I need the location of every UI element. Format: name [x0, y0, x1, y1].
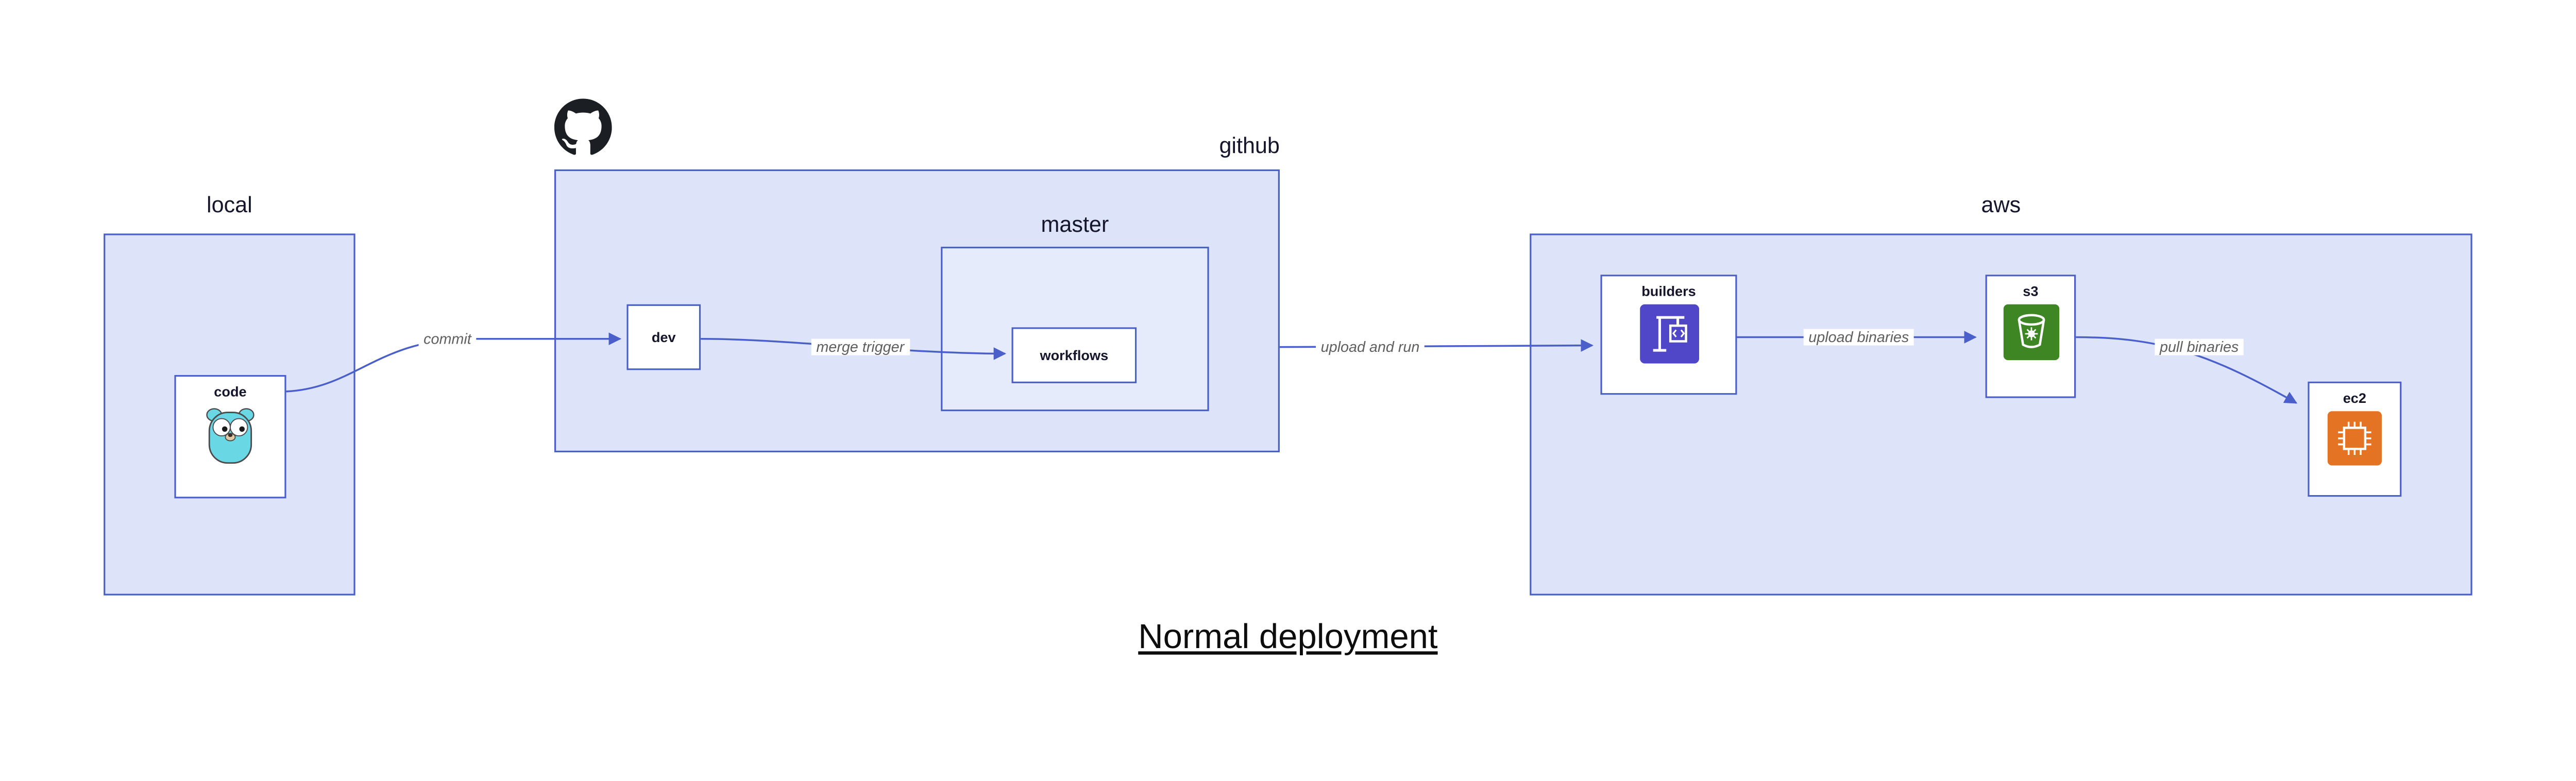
- edge-label-commit: commit: [418, 330, 477, 347]
- node-dev: dev: [626, 304, 701, 370]
- edge-label-pull-binaries: pull binaries: [2155, 338, 2244, 355]
- node-code-label: code: [214, 383, 247, 400]
- group-master-label: master: [1041, 212, 1109, 237]
- edge-label-upload-binaries: upload binaries: [1803, 329, 1914, 346]
- codebuild-crane-icon: [1639, 304, 1699, 364]
- ec2-chip-icon: [2327, 411, 2382, 466]
- node-dev-label: dev: [651, 328, 676, 345]
- node-s3-label: s3: [2023, 283, 2039, 300]
- edge-label-merge-trigger: merge trigger: [811, 338, 909, 355]
- node-builders-label: builders: [1641, 283, 1696, 300]
- group-aws-label: aws: [1981, 192, 2021, 217]
- diagram-title: Normal deployment: [1138, 618, 1438, 656]
- group-local-label: local: [207, 192, 252, 217]
- node-ec2-label: ec2: [2343, 389, 2366, 406]
- s3-bucket-icon: [2003, 304, 2059, 361]
- node-workflows: workflows: [1011, 327, 1137, 383]
- edge-label-upload-and-run: upload and run: [1316, 338, 1425, 355]
- node-builders: builders: [1600, 275, 1737, 395]
- node-s3: s3: [1985, 275, 2076, 398]
- node-ec2: ec2: [2308, 381, 2402, 497]
- node-workflows-label: workflows: [1040, 346, 1109, 363]
- node-code: code: [174, 375, 286, 499]
- github-octocat-icon: [554, 98, 612, 157]
- group-github-label: github: [1219, 133, 1280, 158]
- go-gopher-icon: [206, 404, 255, 467]
